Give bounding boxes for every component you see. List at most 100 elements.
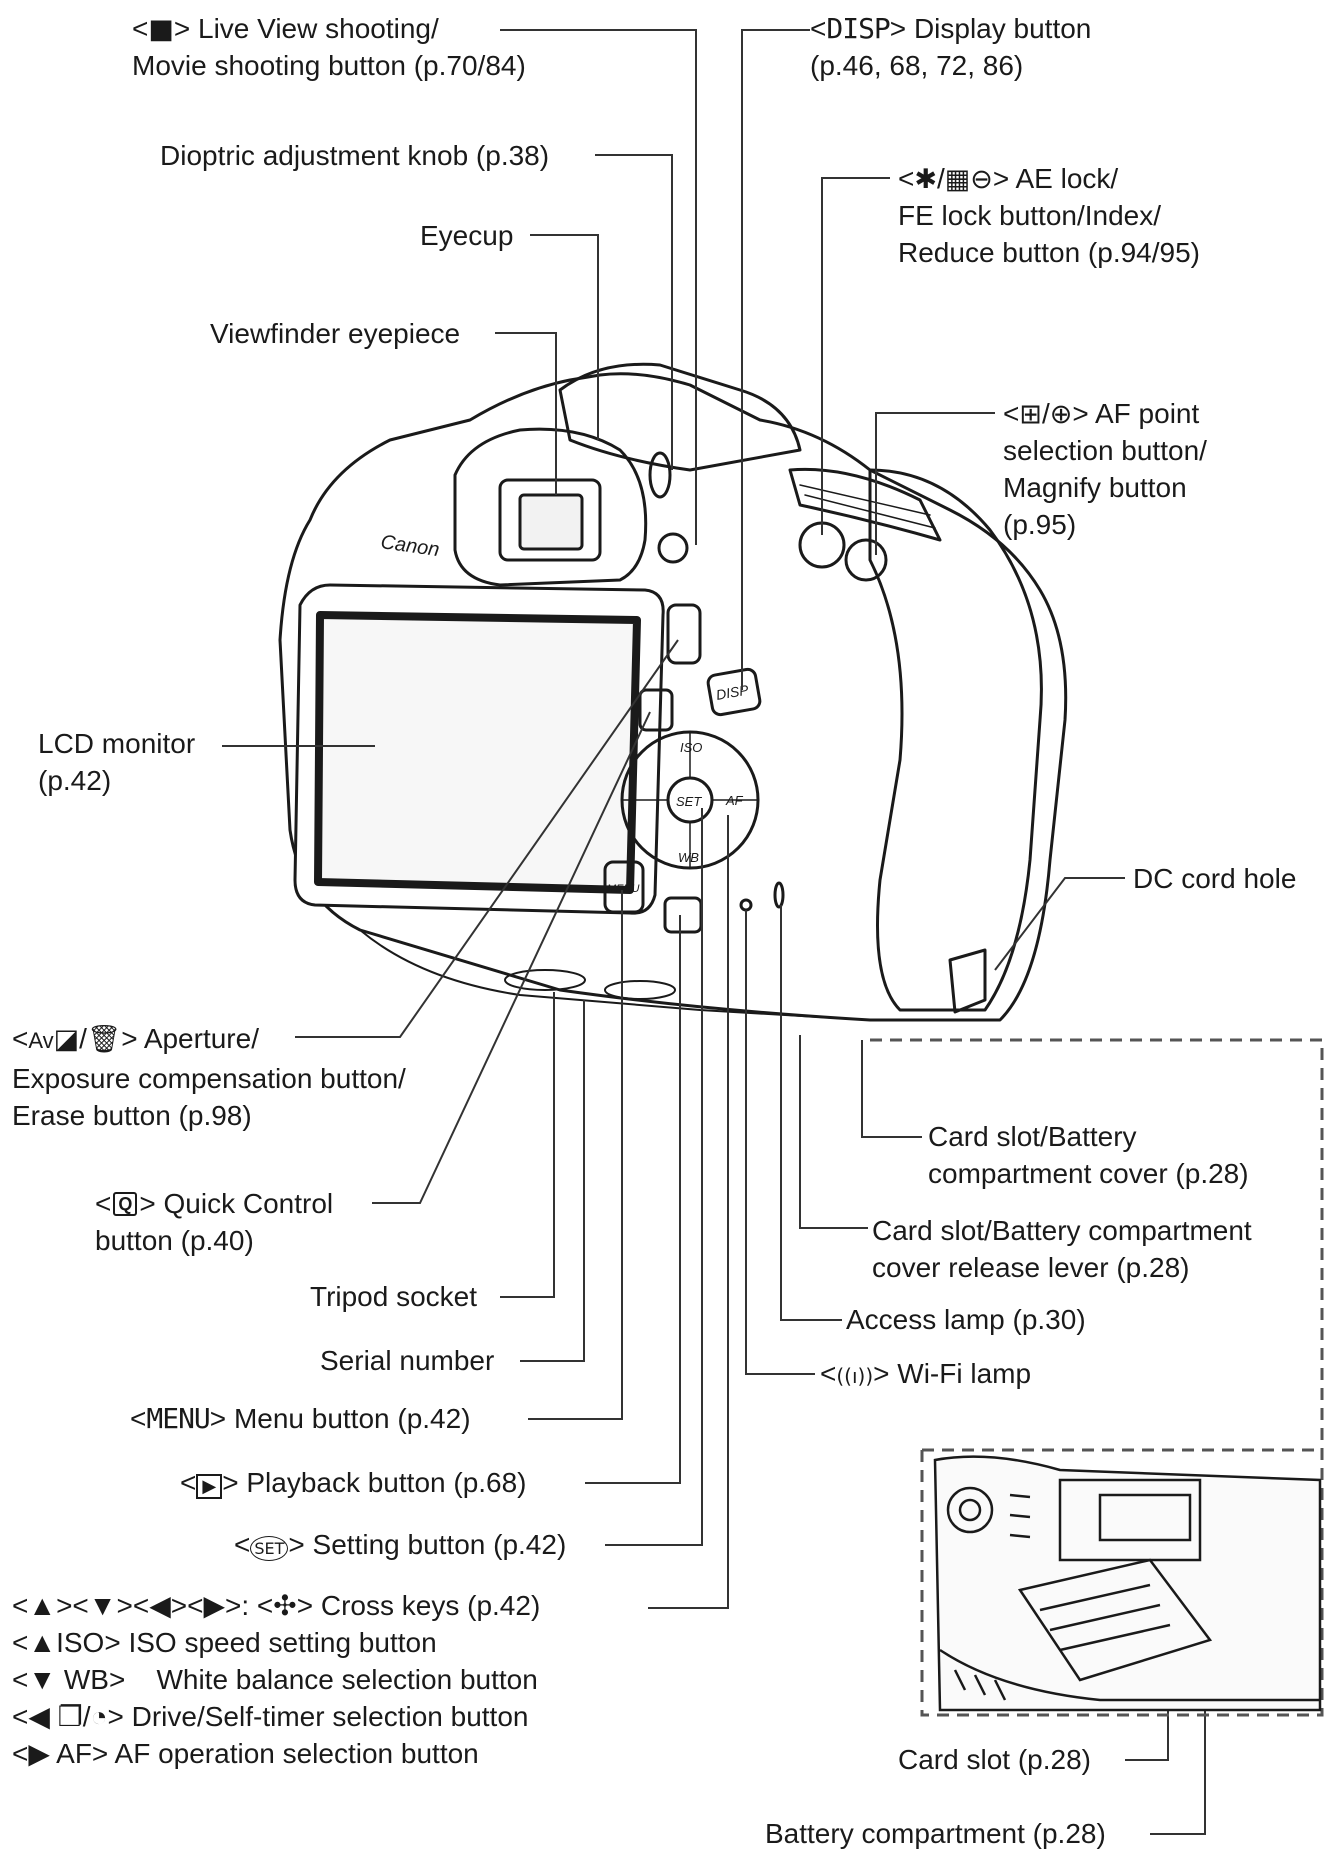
bottom-plate [359, 929, 871, 1021]
drive-key-line: <◀ ❐/◔> Drive/Self-timer selection butto… [12, 1701, 529, 1732]
leader-quick-control [372, 711, 651, 1204]
ae-lock-label-3: Reduce button (p.94/95) [898, 237, 1200, 268]
disp-button-mark [706, 667, 762, 717]
leader-tripod [500, 992, 555, 1298]
inset-battery-illustration [933, 1455, 1322, 1712]
leader-release-lever [799, 1035, 868, 1229]
serial-label: Serial number [320, 1345, 495, 1376]
set-icon: SET [250, 1536, 289, 1561]
leader-dioptric [595, 154, 673, 470]
live-view-label: <■> Live View shooting/ [132, 13, 439, 45]
dc-cord-hole [948, 948, 987, 1014]
index-icon: ▦ [944, 164, 971, 195]
leader-cross-keys [648, 815, 729, 1609]
wifi-icon: ((ı)) [836, 1364, 874, 1388]
menu-button-mark [603, 860, 645, 914]
svg-text:DISP: DISP [715, 681, 751, 703]
left-arrow-icon: ◀ [149, 1590, 171, 1621]
viewfinder-window [498, 478, 602, 562]
leader-aperture [295, 639, 679, 1038]
quick-control-label: <Q> Quick Control [95, 1188, 334, 1219]
q-button-mark [638, 688, 674, 732]
lcd-label-2: (p.42) [38, 765, 112, 796]
camera-icon: ■ [148, 14, 174, 45]
dc-cord-label: DC cord hole [1133, 863, 1297, 894]
cross-keys-legend: <▲><▼><◀><▶>: <✣> Cross keys (p.42) <▲IS… [12, 1587, 540, 1772]
live-view-button-mark [657, 532, 689, 564]
eyecup-outline [453, 427, 648, 587]
self-timer-icon: ◔ [90, 1701, 108, 1732]
lcd-screen [314, 611, 641, 894]
right-arrow-icon: ▶ [203, 1590, 225, 1621]
leader-eyecup [530, 234, 599, 440]
leader-viewfinder [495, 332, 557, 495]
disp-label-2: (p.46, 68, 72, 86) [810, 50, 1024, 81]
af-key-line: <▶ AF> AF operation selection button [12, 1738, 479, 1769]
drive-icon: ❐ [57, 1701, 83, 1732]
mode-dial [788, 467, 942, 542]
eyecup-label: Eyecup [420, 220, 514, 251]
access-lamp-label: Access lamp (p.30) [846, 1304, 1086, 1335]
setting-label: <SET> Setting button (p.42) [234, 1529, 567, 1561]
ae-lock-label: <✱/▦⊖> AE lock/ [898, 163, 1119, 195]
ae-lock-label-2: FE lock button/Index/ [898, 200, 1162, 231]
trash-icon: 🗑 [86, 1024, 122, 1055]
brand-mark: Canon [379, 531, 440, 561]
dioptric-knob [648, 451, 672, 499]
cross-keys-line: <▲><▼><◀><▶>: <✣> Cross keys (p.42) [12, 1590, 541, 1621]
down-arrow-icon: ▼ [88, 1590, 117, 1621]
af-point-label-2: selection button/ [1003, 435, 1207, 466]
aperture-label-2: Exposure compensation button/ [12, 1063, 406, 1094]
up-arrow-icon: ▲ [28, 1590, 57, 1621]
dioptric-label: Dioptric adjustment knob (p.38) [160, 140, 550, 171]
playback-icon: ▶ [196, 1474, 223, 1499]
af-point-button-mark [844, 538, 888, 582]
af-point-label-4: (p.95) [1003, 509, 1077, 540]
exposure-comp-icon: ◪ [53, 1024, 80, 1055]
aperture-label-3: Erase button (p.98) [12, 1100, 252, 1131]
leader-card-cover [861, 1040, 922, 1138]
svg-text:WB: WB [678, 850, 699, 865]
wb-key-line: <▼ WB> White balance selection button [12, 1664, 538, 1695]
leader-access-lamp [780, 905, 842, 1321]
leader-setting [605, 808, 703, 1546]
asterisk-icon: ✱ [914, 164, 937, 195]
svg-text:MENU: MENU [607, 883, 639, 895]
af-point-label-3: Magnify button [1003, 472, 1187, 503]
leader-dc-cord [994, 877, 1125, 971]
leader-disp [741, 29, 810, 690]
release-lever-label: Card slot/Battery compartment [872, 1215, 1252, 1246]
inset-dashed-frame [870, 1038, 1324, 1717]
leader-af-point [875, 412, 995, 555]
camera-body-outline [278, 372, 1068, 1022]
card-cover-label: Card slot/Battery [928, 1121, 1137, 1152]
reduce-icon: ⊖ [970, 164, 993, 195]
wifi-lamp-label: <((ı))> Wi-Fi lamp [820, 1358, 1032, 1389]
leader-serial [520, 1000, 585, 1362]
leader-wifi [745, 910, 815, 1375]
svg-text:AF: AF [725, 793, 744, 808]
leader-ae-lock [821, 177, 890, 535]
af-point-label: <⊞/⊕> AF point [1003, 398, 1200, 430]
cross-keys-icon: ✣ [273, 1590, 297, 1621]
playback-button-mark [663, 896, 703, 934]
viewfinder-label: Viewfinder eyepiece [210, 318, 461, 349]
camera-grip [868, 468, 1043, 1012]
quick-control-label-2: button (p.40) [95, 1225, 254, 1256]
iso-key-line: <▲ISO> ISO speed setting button [12, 1627, 437, 1658]
af-point-icon: ⊞ [1019, 399, 1042, 430]
aperture-label: <Av◪/🗑> Aperture/ [12, 1023, 259, 1055]
leader-menu [528, 890, 623, 1420]
leader-playback [585, 915, 681, 1484]
playback-label: <▶> Playback button (p.68) [180, 1467, 527, 1499]
live-view-label-2: Movie shooting button (p.70/84) [132, 50, 526, 81]
card-slot-label: Card slot (p.28) [898, 1744, 1091, 1775]
leader-live-view [500, 29, 697, 545]
svg-text:ISO: ISO [680, 740, 702, 755]
av-button-mark [666, 603, 702, 665]
release-lever-label-2: cover release lever (p.28) [872, 1252, 1190, 1283]
camera-prism [558, 362, 802, 472]
disp-label: <DISP> Display button [810, 12, 1092, 45]
magnify-icon: ⊕ [1049, 399, 1073, 430]
